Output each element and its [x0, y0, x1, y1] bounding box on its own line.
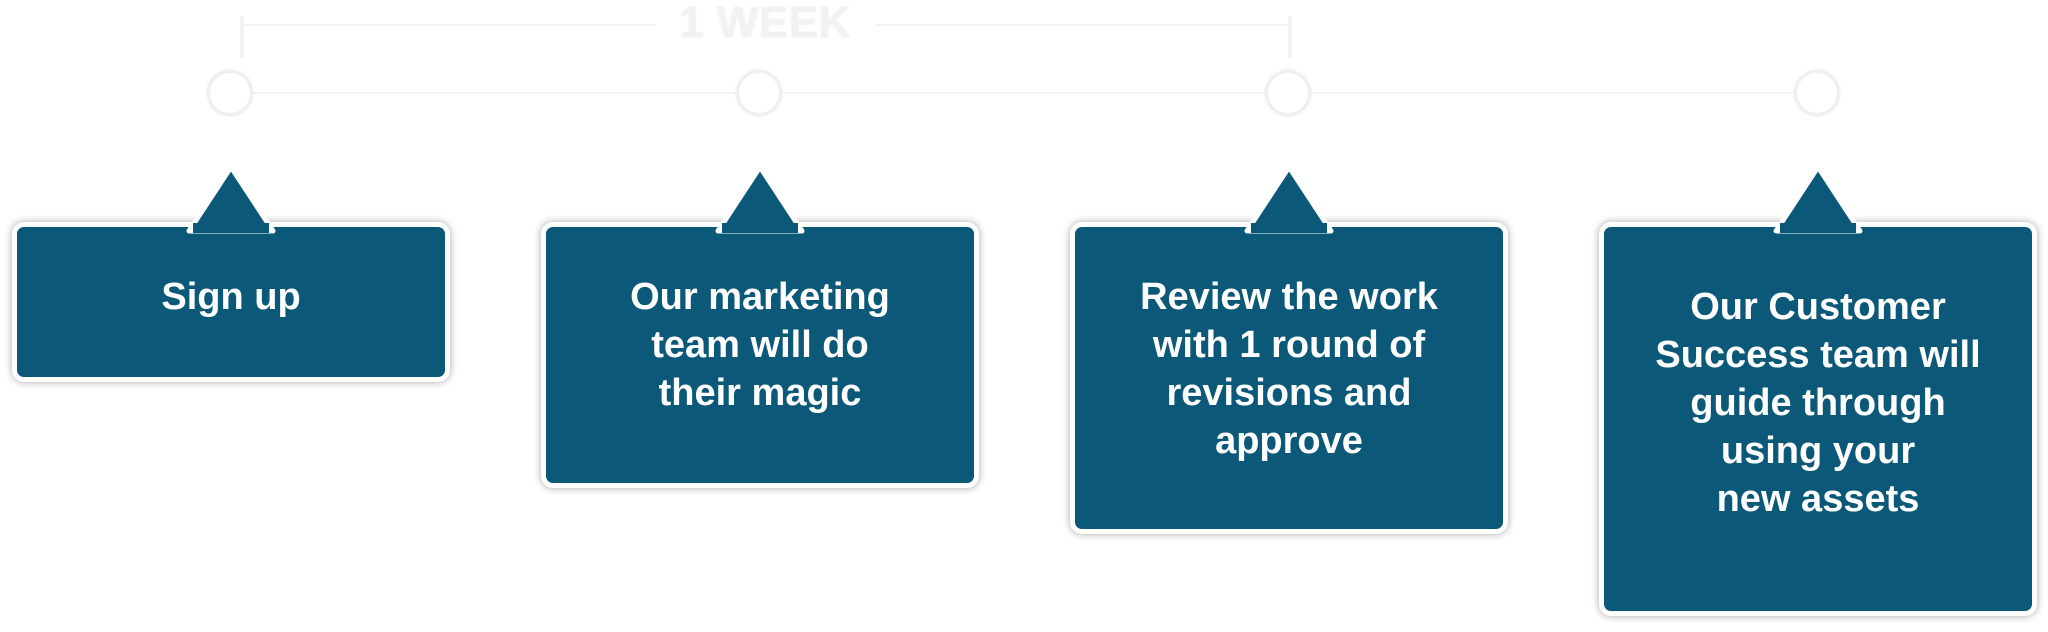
timeline-node-2 [736, 70, 782, 116]
step-callout-sign-up: Sign up [12, 164, 450, 382]
step-callout-marketing: Our marketing team will do their magic [541, 164, 979, 488]
step-callout-customer-success: Our Customer Success team will guide thr… [1599, 164, 2037, 616]
step-text: Our Customer Success team will guide thr… [1655, 286, 1981, 520]
week-bracket-right-tick [1288, 16, 1292, 58]
timeline-node-4 [1794, 70, 1840, 116]
step-text: Sign up [161, 276, 301, 318]
timeline-node-1 [207, 70, 253, 116]
step-callout-review: Review the work with 1 round of revision… [1070, 164, 1508, 534]
week-label: 1 WEEK [655, 0, 875, 46]
timeline-node-3 [1265, 70, 1311, 116]
step-text: Our marketing team will do their magic [630, 276, 890, 414]
step-text: Review the work with 1 round of revision… [1140, 276, 1438, 462]
timeline-line [230, 92, 1812, 94]
week-bracket-left-tick [240, 16, 244, 58]
